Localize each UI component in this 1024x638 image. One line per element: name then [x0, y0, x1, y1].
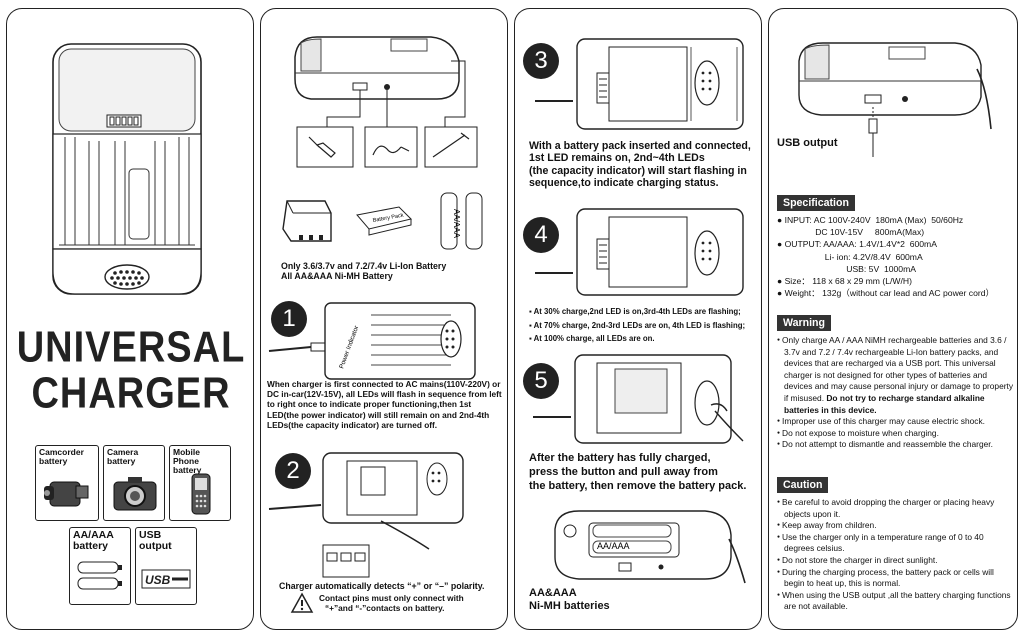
caution-item-6: When using the USB output ,all the batte…	[782, 590, 1015, 613]
aa-slot-label: AA/AAA	[597, 541, 630, 551]
step-4-badge: 4	[523, 217, 559, 253]
step-3-text-line3: (the capacity indicator) will start flas…	[529, 165, 747, 177]
battery-types-illustration: Battery Pack AA/AAA	[282, 192, 483, 250]
contact-pins-line1: Contact pins must only connect with	[319, 593, 464, 603]
panel-charging-status: 3 With a battery pack inserted and conne…	[514, 8, 762, 630]
category-mobile-label: Mobile Phone battery	[173, 447, 202, 475]
step-1-description: When charger is first connected to AC ma…	[267, 379, 502, 430]
category-camera-label: Camera battery	[107, 447, 139, 466]
step-1-badge: 1	[271, 301, 307, 337]
step-5-charger-illustration	[533, 354, 744, 444]
category-aa-label: AA/AAA battery	[73, 529, 114, 552]
camcorder-icon	[44, 481, 89, 507]
step-3-text-line1: With a battery pack inserted and connect…	[529, 140, 751, 152]
aa-battery-icon	[77, 561, 122, 590]
step-4-charger-illustration	[535, 208, 744, 296]
mobile-phone-icon	[191, 473, 211, 515]
caution-item-1: Be careful to avoid dropping the charger…	[782, 497, 1015, 520]
step-3-charger-illustration	[535, 38, 744, 130]
spec-output-liion: Li- ion: 4.2V/8.4V 600mA	[777, 251, 923, 262]
product-title-line1: UNIVERSAL	[16, 323, 246, 373]
battery-compat-line1: Only 3.6/3.7v and 7.2/7.4v Li-Ion Batter…	[281, 261, 447, 271]
step-3-badge: 3	[523, 43, 559, 79]
step-3-text-line2: 1st LED remains on, 2nd~4th LEDs	[529, 152, 705, 164]
spec-output-usb: USB: 5V 1000mA	[777, 263, 916, 274]
caution-header: Caution	[777, 477, 829, 493]
charger-front-illustration	[52, 43, 202, 295]
caution-item-3: Use the charger only in a temperature ra…	[782, 532, 1015, 555]
warning-item-1-text: Only charge AA / AAA NiMH rechargeable b…	[782, 335, 1014, 403]
warning-triangle-icon	[290, 592, 314, 613]
spec-input-dc: DC 10V-15V 800mA(Max)	[777, 227, 925, 238]
category-camcorder: Camcorder battery	[35, 445, 99, 521]
category-camcorder-label: Camcorder battery	[39, 447, 84, 466]
spec-output-aa: ● OUTPUT: AA/AAA: 1.4V/1.4V*2 600mA	[777, 239, 937, 250]
battery-pack-label: Battery Pack	[372, 213, 404, 224]
usb-output-label: USB output	[777, 137, 838, 149]
aa-caption-line1: AA&AAA	[529, 587, 577, 599]
warning-list: Only charge AA / AAA NiMH rechargeable b…	[777, 335, 1015, 451]
category-aa-aaa: AA/AAA battery	[69, 527, 131, 605]
warning-header: Warning	[777, 315, 831, 331]
step-5-text-line3: the battery, then remove the battery pac…	[529, 480, 747, 492]
step-2-badge: 2	[275, 453, 311, 489]
aa-cell-label: AA/AAA	[452, 209, 461, 239]
camera-icon	[113, 477, 157, 511]
charger-side-illustration	[294, 36, 478, 168]
usb-output-charger-illustration	[798, 42, 992, 157]
step-5-badge: 5	[523, 363, 559, 399]
caution-item-5: During the charging process, the battery…	[782, 567, 1015, 590]
charge-status-30: At 30% charge,2nd LED is on,3rd-4th LEDs…	[529, 305, 745, 319]
battery-compat-line2: All AA&AAA Ni-MH Battery	[281, 271, 393, 281]
caution-list: Be careful to avoid dropping the charger…	[777, 497, 1015, 613]
category-mobile-phone: Mobile Phone battery	[169, 445, 231, 521]
aa-caption-line2: Ni-MH batteries	[529, 600, 610, 612]
category-usb: USB output USB	[135, 527, 197, 605]
contact-pins-line2: “+”and “-”contacts on battery.	[325, 603, 445, 613]
step-5-text-line2: press the button and pull away from	[529, 466, 718, 478]
step-1-charger-illustration: Power Indicator	[268, 302, 476, 380]
step-5-text-line1: After the battery has fully charged,	[529, 452, 711, 464]
step-3-text-line4: sequence,to indicate charging status.	[529, 177, 719, 189]
aa-charger-illustration: AA/AAA	[554, 510, 746, 584]
charge-status-70: At 70% charge, 2nd-3rd LEDs are on, 4th …	[529, 319, 745, 333]
warning-item-1: Only charge AA / AAA NiMH rechargeable b…	[782, 335, 1015, 416]
warning-item-1-bold: Do not try to recharge standard alkaline…	[784, 392, 985, 415]
specification-list: ● INPUT: AC 100V-240V 180mA (Max) 50/60H…	[777, 214, 994, 299]
usb-logo-text: USB	[145, 573, 171, 587]
product-title-line2: CHARGER	[31, 369, 231, 419]
spec-input-ac: ● INPUT: AC 100V-240V 180mA (Max) 50/60H…	[777, 215, 964, 225]
warning-item-2: Improper use of this charger may cause e…	[782, 416, 1015, 428]
specification-header: Specification	[777, 195, 855, 211]
polarity-text: Charger automatically detects “+” or “–”…	[279, 581, 485, 591]
panel-specification-safety: USB output Specification ● INPUT: AC 100…	[768, 8, 1018, 630]
warning-item-3: Do not expose to moisture when charging.	[782, 428, 1015, 440]
charge-status-100: At 100% charge, all LEDs are on.	[529, 332, 745, 346]
panel-product-overview: UNIVERSAL CHARGER Camcorder battery Came…	[6, 8, 254, 630]
caution-item-4: Do not store the charger in direct sunli…	[782, 555, 1015, 567]
warning-item-4: Do not attempt to dismantle and reassemb…	[782, 439, 1015, 451]
category-camera: Camera battery	[103, 445, 165, 521]
category-usb-label: USB output	[139, 529, 172, 552]
charge-status-list: At 30% charge,2nd LED is on,3rd-4th LEDs…	[529, 305, 745, 346]
step-2-charger-illustration	[268, 452, 464, 578]
caution-item-2: Keep away from children.	[782, 520, 1015, 532]
spec-weight: ● Weight： 132g（without car lead and AC p…	[777, 288, 995, 299]
spec-size: ● Size： 118 x 68 x 29 mm (L/W/H)	[777, 276, 912, 287]
usb-logo-icon: USB	[141, 569, 191, 589]
panel-connections-steps: Battery Pack AA/AAA Only 3.6/3.7v and 7.…	[260, 8, 508, 630]
